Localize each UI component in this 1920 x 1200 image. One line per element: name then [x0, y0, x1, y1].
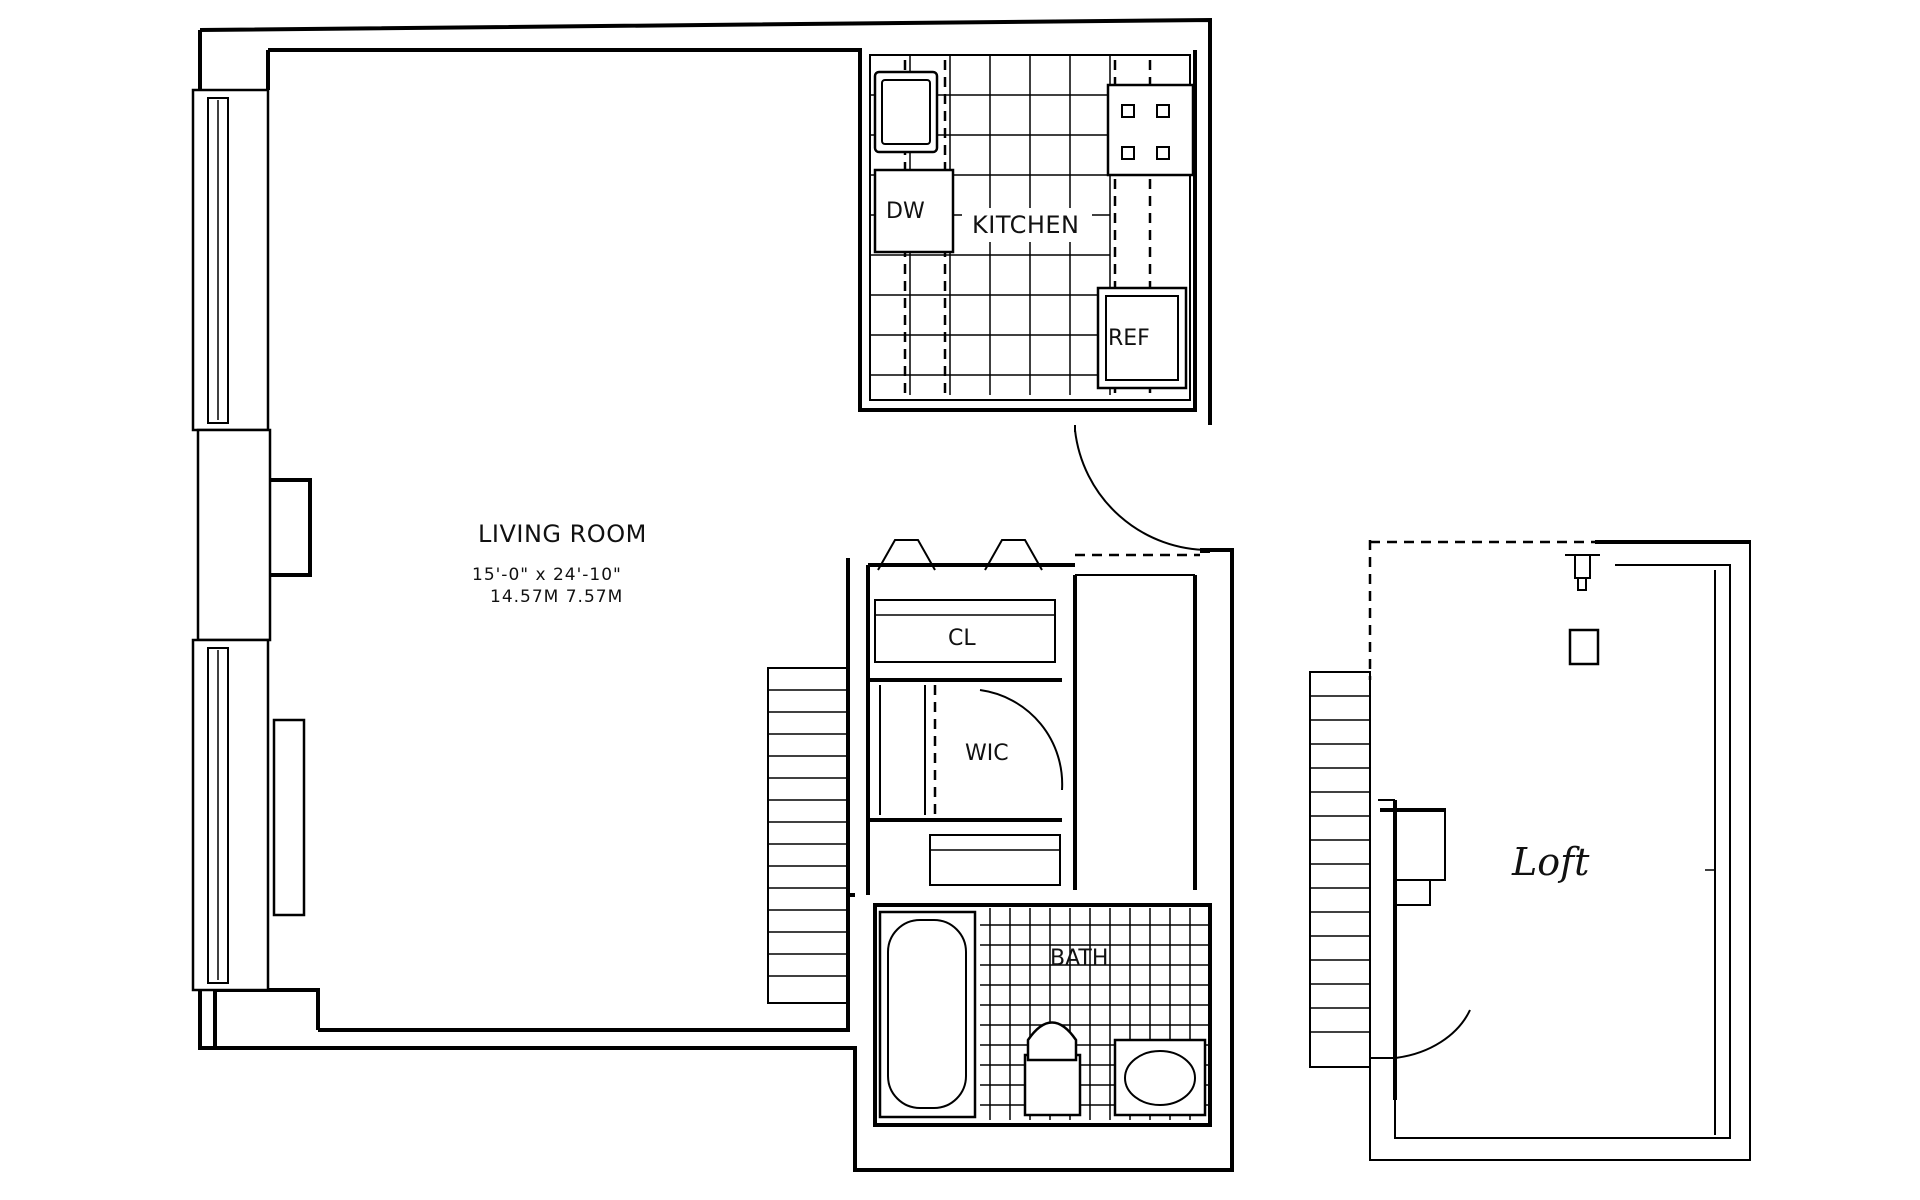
living-room-dimensions-m: 14.57M 7.57M: [490, 587, 623, 607]
kitchen-label: KITCHEN: [972, 211, 1080, 239]
refrigerator-label: REF: [1108, 326, 1150, 351]
bath-label: BATH: [1050, 946, 1108, 971]
living-room-dimensions-ft: 15'-0" x 24'-10": [472, 565, 622, 585]
refrigerator: [1096, 286, 1188, 390]
toilet-icon: [1023, 1021, 1082, 1117]
bathtub-icon: [878, 910, 977, 1119]
loft: Loft: [1309, 540, 1751, 1161]
service-core: CL WIC: [846, 539, 1200, 897]
stove-icon: [1106, 83, 1195, 177]
main-stairs: [767, 667, 849, 1004]
kitchen: DW REF KITCHEN: [869, 54, 1195, 401]
loft-label: Loft: [1511, 840, 1590, 884]
dishwasher-label: DW: [886, 199, 925, 224]
living-room-label-group: LIVING ROOM 15'-0" x 24'-10" 14.57M 7.57…: [472, 520, 647, 607]
dishwasher: [873, 168, 955, 254]
living-room-label: LIVING ROOM: [478, 520, 647, 548]
main-unit-walls: [198, 17, 1234, 1172]
wic-label: WIC: [965, 741, 1009, 766]
left-windows: [191, 88, 306, 992]
bath-sink-icon: [1113, 1038, 1207, 1117]
bathroom: BATH: [873, 903, 1212, 1127]
closet-label: CL: [948, 626, 976, 651]
entry-door: [1074, 425, 1211, 552]
